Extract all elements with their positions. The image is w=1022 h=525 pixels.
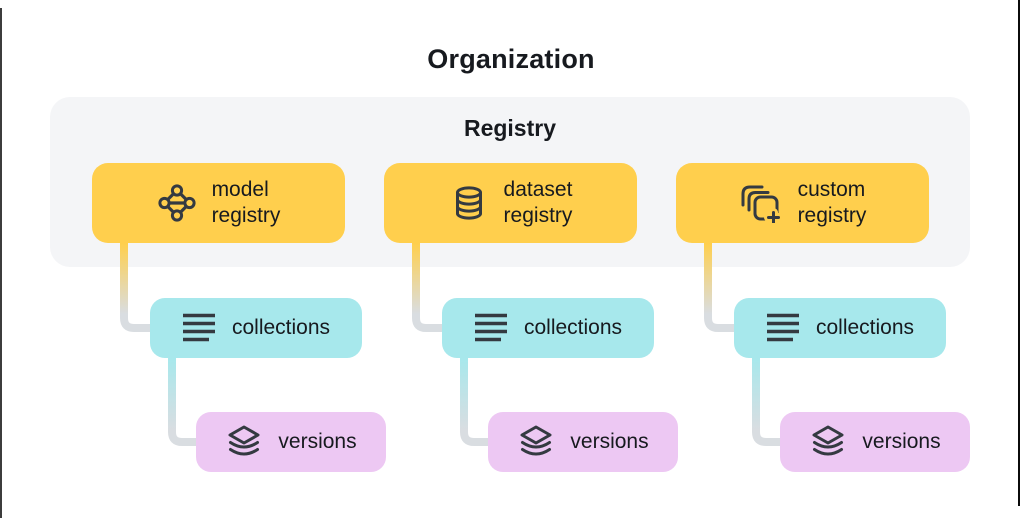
versions-box: versions	[780, 412, 970, 472]
registry-box-label: dataset registry	[503, 178, 573, 227]
collections-label: collections	[815, 316, 915, 339]
collections-box: collections	[734, 298, 946, 358]
dataset-registry-box: dataset registry	[384, 163, 637, 243]
frame-border-left	[0, 8, 2, 518]
registry-box-label: custom registry	[797, 178, 867, 227]
registry-group-label: Registry	[463, 115, 557, 141]
stacked-layers-icon	[809, 424, 847, 461]
versions-box: versions	[488, 412, 678, 472]
collections-box: collections	[150, 298, 362, 358]
custom-registry-box: custom registry	[676, 163, 929, 243]
organization-title: Organization	[427, 44, 595, 74]
duplicate-add-icon	[739, 183, 783, 223]
collections-label: collections	[231, 316, 331, 339]
list-lines-icon	[474, 313, 508, 344]
versions-label: versions	[570, 430, 649, 453]
registry-box-label: model registry	[211, 178, 281, 227]
model-graph-icon	[157, 183, 197, 223]
versions-label: versions	[862, 430, 941, 453]
list-lines-icon	[182, 313, 216, 344]
database-icon	[449, 183, 489, 223]
collections-box: collections	[442, 298, 654, 358]
frame-border-right	[1018, 0, 1020, 506]
stacked-layers-icon	[225, 424, 263, 461]
collections-label: collections	[523, 316, 623, 339]
list-lines-icon	[766, 313, 800, 344]
model-registry-box: model registry	[92, 163, 345, 243]
versions-label: versions	[278, 430, 357, 453]
stacked-layers-icon	[517, 424, 555, 461]
versions-box: versions	[196, 412, 386, 472]
